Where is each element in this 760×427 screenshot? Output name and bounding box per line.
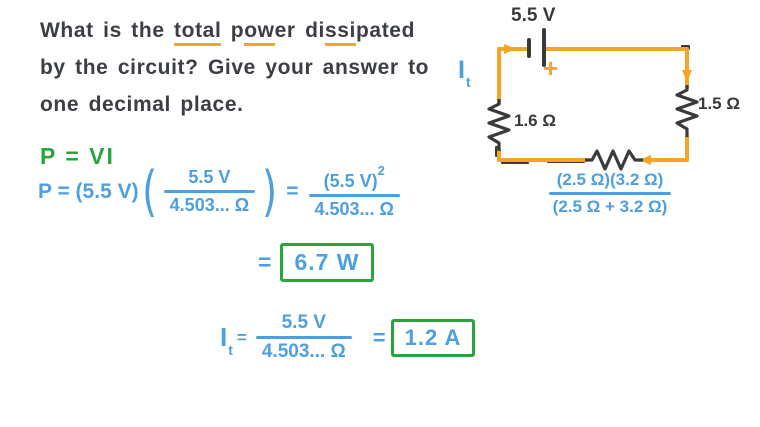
current-symbol: It [220, 322, 233, 358]
resistor-bottom-icon [585, 149, 643, 171]
question-segment-underlined: total [174, 19, 222, 46]
fraction-denominator: 4.503... Ω [314, 199, 394, 219]
current-answer-box: 1.2 A [390, 318, 476, 357]
battery-voltage-label: 5.5 V [511, 5, 556, 26]
question-segment: What is the [40, 19, 175, 42]
power-result: = 6.7 W [258, 243, 374, 282]
circuit-current-label: It [458, 56, 471, 90]
parallel-numerator: (2.5 Ω)(3.2 Ω) [556, 170, 664, 189]
equals-sign: = [286, 179, 299, 203]
fraction-bar [549, 192, 671, 195]
close-paren: ) [262, 159, 278, 223]
equals-sign: = [372, 324, 386, 350]
question-text: What is the total power dissipated by th… [40, 12, 480, 123]
power-substitution-equation: P = (5.5 V) ( 5.5 V 4.503... Ω ) = (5.5 … [38, 163, 404, 220]
wire-ink-accent [547, 161, 585, 163]
wire-bottom-right [641, 158, 689, 162]
resistor-left-icon [487, 99, 511, 151]
question-line-1: What is the total power dissipated [40, 12, 480, 49]
wire-right-upper [685, 47, 689, 89]
fraction-denominator: 4.503... Ω [169, 195, 250, 215]
wire-top-right [545, 47, 689, 51]
battery-positive-plate-icon [542, 28, 546, 67]
current-symbol-subscript: t [228, 342, 233, 358]
resistor-left-label: 1.6 Ω [514, 111, 556, 130]
exponent: 2 [377, 163, 385, 178]
squared-base: (5.5 V) [323, 171, 378, 191]
resistor-right-label: 1.5 Ω [698, 94, 740, 113]
fraction-bar [255, 336, 352, 339]
power-law-formula: P = VI [40, 143, 115, 169]
fraction-numerator: 5.5 V [281, 312, 326, 333]
current-arrow-bottom-icon [639, 154, 651, 165]
parallel-resistance-fraction: (2.5 Ω)(3.2 Ω) (2.5 Ω + 3.2 Ω) [547, 170, 673, 217]
question-segment: pated [355, 19, 415, 42]
fraction-denominator: 4.503... Ω [261, 341, 346, 362]
current-symbol-base: I [220, 322, 228, 352]
battery-negative-plate-icon [527, 38, 531, 58]
power-answer-box: 6.7 W [280, 243, 374, 282]
circuit-diagram: 5.5 V + It 1.6 Ω 1.5 Ω (2.5 Ω)(3.2 Ω) (2… [455, 0, 760, 245]
wire-ink-accent [501, 161, 529, 164]
squared-fraction: (5.5 V)2 4.503... Ω [308, 163, 400, 220]
current-fraction: 5.5 V 4.503... Ω [163, 167, 256, 216]
question-segment-underlined: ssi [324, 19, 356, 46]
question-segment: p [221, 19, 245, 42]
open-paren: ( [141, 159, 157, 223]
question-segment: er di [274, 19, 325, 42]
current-label-base: I [458, 56, 465, 84]
question-line-3: one decimal place. [40, 93, 244, 116]
fraction-bar [308, 194, 400, 197]
fraction-bar [163, 190, 256, 193]
equals-sign: = [258, 249, 272, 275]
parallel-denominator: (2.5 Ω + 3.2 Ω) [552, 197, 668, 216]
wire-bottom-left [497, 158, 589, 162]
current-arrow-right-icon [681, 70, 692, 82]
battery-plus-sign: + [543, 53, 559, 83]
total-current-equation: It = 5.5 V 4.503... Ω = 1.2 A [220, 312, 476, 363]
question-line-2: by the circuit? Give your answer to [40, 56, 430, 79]
current-label-subscript: t [465, 74, 471, 90]
wire-left-lower [497, 148, 501, 162]
wire-right-lower [685, 135, 689, 162]
fraction-numerator: (5.5 V)2 [318, 163, 391, 194]
fraction-numerator: 5.5 V [188, 167, 231, 187]
current-arrow-top-icon [504, 43, 516, 54]
wire-left-upper [497, 47, 501, 105]
resistor-right-icon [675, 85, 699, 137]
current-value-fraction: 5.5 V 4.503... Ω [255, 312, 352, 363]
power-substitution-prefix: P = (5.5 V) [38, 179, 139, 203]
equals-sign: = [236, 327, 247, 347]
question-segment-underlined: ow [244, 19, 275, 46]
